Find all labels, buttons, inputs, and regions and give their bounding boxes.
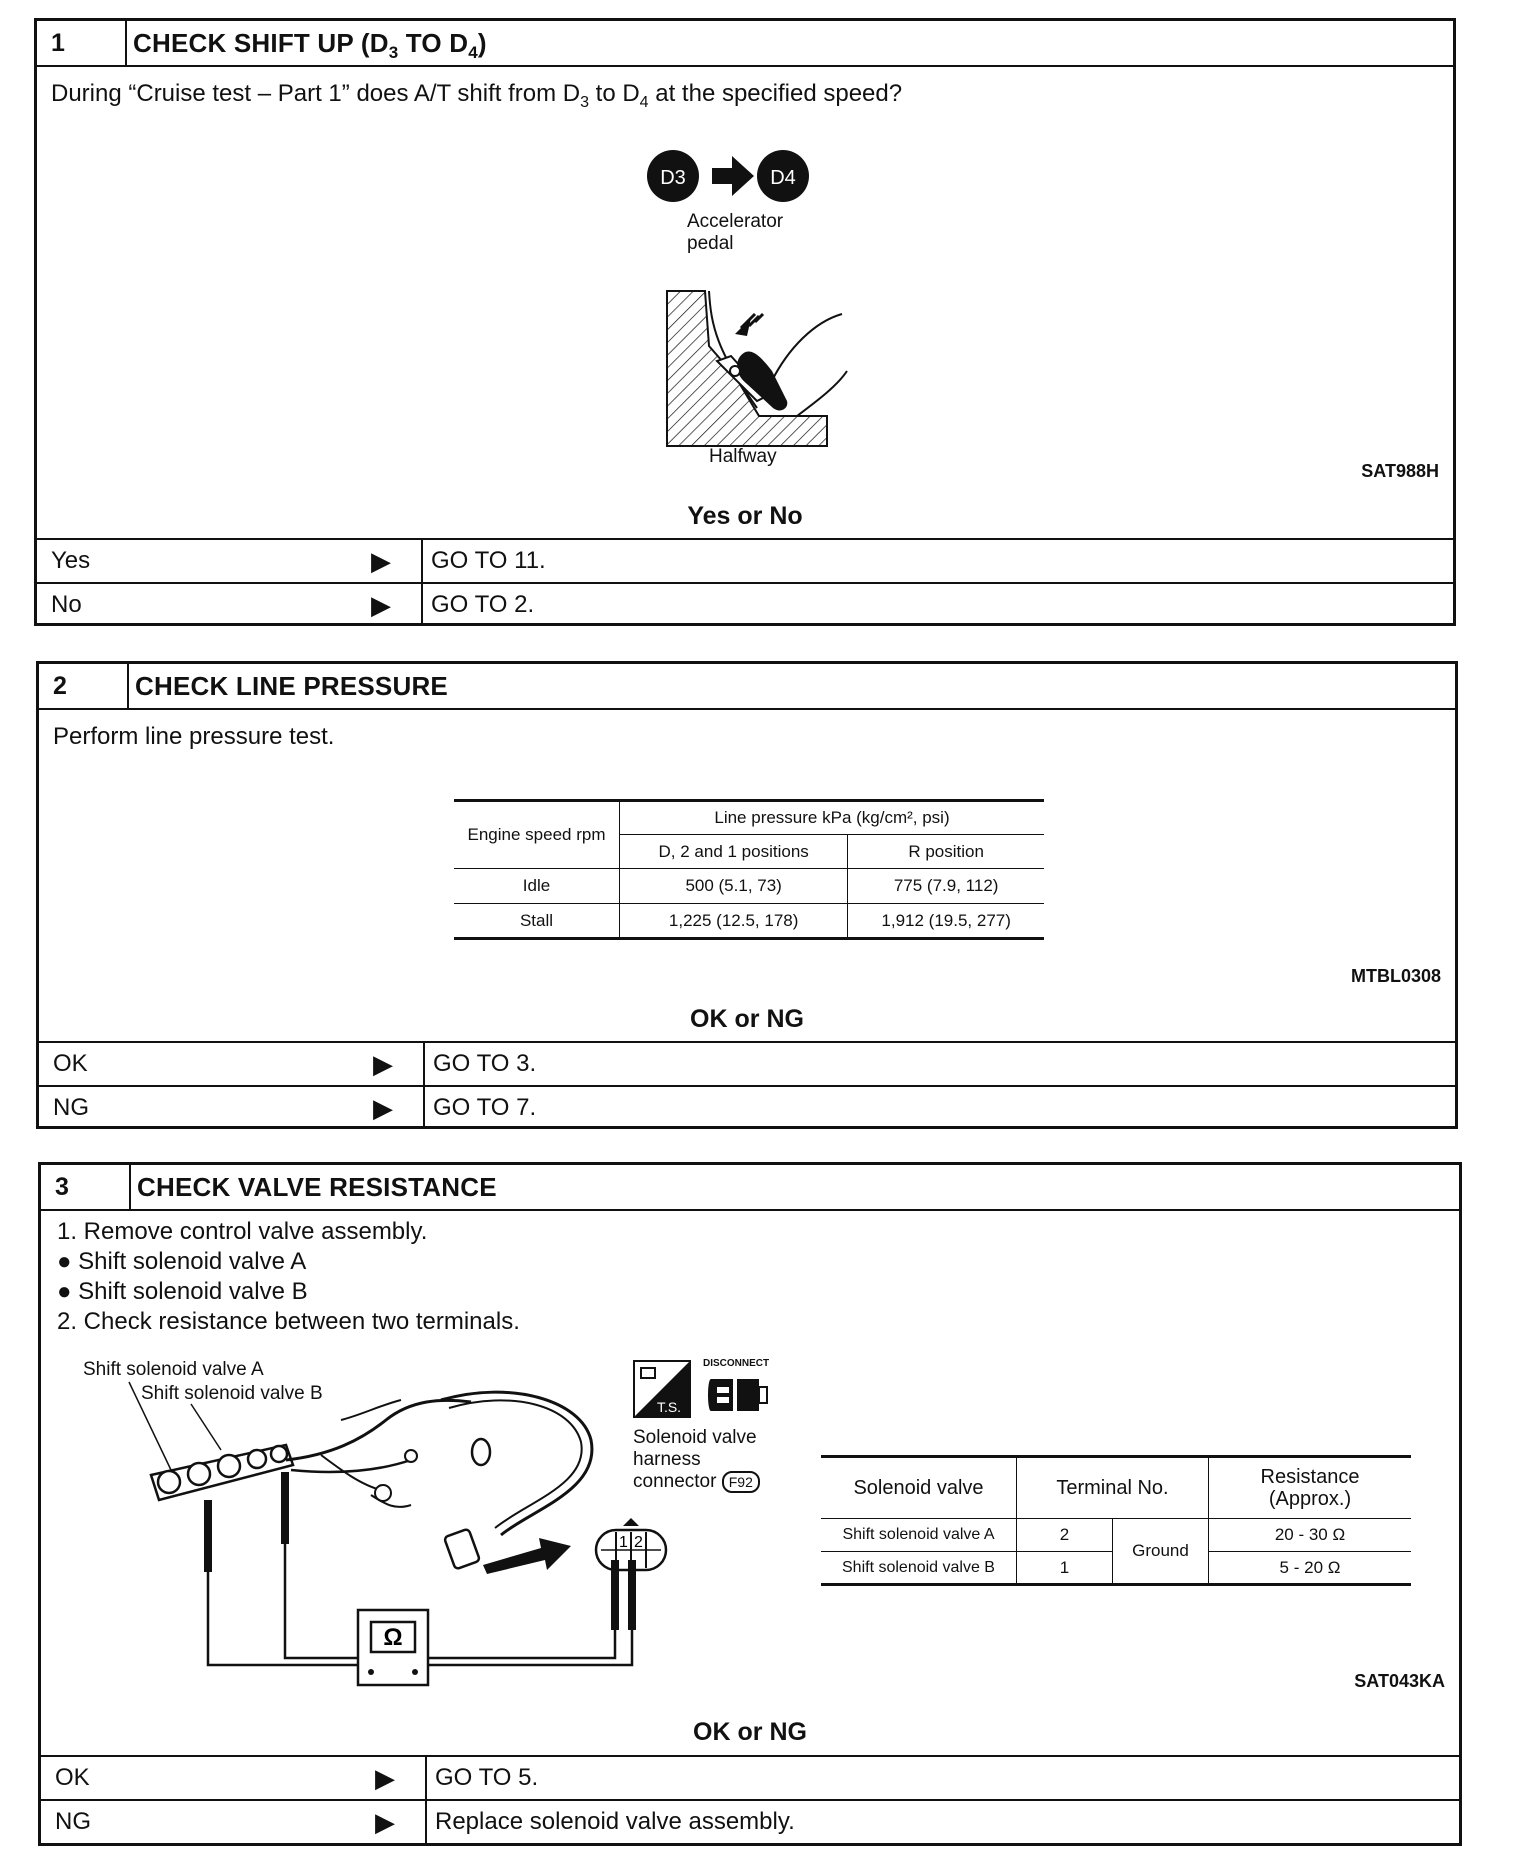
ts-icon: T.S. xyxy=(633,1360,691,1418)
svg-text:1: 1 xyxy=(619,1534,628,1551)
decision-row-ok[interactable]: OK ▶ GO TO 5. xyxy=(41,1755,1459,1799)
col-d-positions: D, 2 and 1 positions xyxy=(619,834,849,869)
step-1-header: 1 CHECK SHIFT UP (D3 TO D4) xyxy=(37,21,1453,67)
table-row: Idle 500 (5.1, 73) 775 (7.9, 112) xyxy=(454,868,1044,904)
step-instruction: Perform line pressure test. xyxy=(53,723,335,750)
decision-action: Replace solenoid valve assembly. xyxy=(435,1808,795,1835)
decision-row-ng[interactable]: NG ▶ Replace solenoid valve assembly. xyxy=(41,1799,1459,1843)
ground-cell: Ground xyxy=(1112,1518,1209,1585)
step-3-header: 3 CHECK VALVE RESISTANCE xyxy=(41,1165,1459,1211)
step-3-block: 3 CHECK VALVE RESISTANCE 1. Remove contr… xyxy=(38,1162,1462,1846)
play-arrow-icon: ▶ xyxy=(371,590,391,620)
decision-label: Yes xyxy=(51,547,91,574)
play-arrow-icon: ▶ xyxy=(375,1807,395,1837)
halfway-label: Halfway xyxy=(709,446,777,467)
decision-label: OK xyxy=(53,1050,88,1077)
valve-b-label: Shift solenoid valve B xyxy=(141,1383,323,1404)
col-r-position: R position xyxy=(847,834,1044,869)
table-row: Shift solenoid valve A 2 Ground 20 - 30 … xyxy=(821,1518,1411,1585)
decision-row-no[interactable]: No ▶ GO TO 2. xyxy=(37,582,1453,626)
col-engine-speed: Engine speed rpm xyxy=(454,800,620,869)
right-arrow-icon xyxy=(712,156,754,196)
table-row: Shift solenoid valve B 1 5 - 20 Ω xyxy=(821,1551,1411,1585)
solenoid-wiring-figure: 1 2 Ω xyxy=(128,1381,668,1687)
d3-badge-icon xyxy=(647,150,699,202)
svg-text:2: 2 xyxy=(634,1534,643,1551)
decision-row-yes[interactable]: Yes ▶ GO TO 11. xyxy=(37,538,1453,582)
disconnect-label: DISCONNECT xyxy=(703,1358,770,1369)
shift-up-figure: D3 D4 xyxy=(647,150,848,447)
decision-row-ng[interactable]: NG ▶ GO TO 7. xyxy=(39,1085,1455,1129)
decision-label: No xyxy=(51,591,82,618)
harness-plug-icon xyxy=(443,1528,481,1570)
decision-action: GO TO 3. xyxy=(433,1050,537,1077)
accelerator-pedal-icon xyxy=(737,351,788,411)
col-solenoid-valve: Solenoid valve xyxy=(821,1456,1017,1519)
step-question: During “Cruise test – Part 1” does A/T s… xyxy=(51,80,903,111)
step-title: CHECK VALVE RESISTANCE xyxy=(137,1172,497,1202)
step-title: CHECK LINE PRESSURE xyxy=(135,671,448,701)
col-line-pressure: Line pressure kPa (kg/cm², psi) xyxy=(619,800,1044,835)
line-pressure-table: Engine speed rpm Line pressure kPa (kg/c… xyxy=(454,799,1044,940)
play-arrow-icon: ▶ xyxy=(371,546,391,576)
col-terminal-no: Terminal No. xyxy=(1016,1456,1209,1519)
svg-text:T.S.: T.S. xyxy=(657,1399,681,1415)
col-resistance: Resistance(Approx.) xyxy=(1208,1456,1411,1519)
connect-arrow-icon xyxy=(483,1538,571,1574)
figure-code: MTBL0308 xyxy=(1350,966,1441,986)
list-item: ● Shift solenoid valve B xyxy=(57,1278,308,1305)
decision-action: GO TO 2. xyxy=(431,591,535,618)
disconnect-icon xyxy=(708,1379,768,1411)
figure-code: SAT043KA xyxy=(1354,1671,1445,1691)
play-arrow-icon: ▶ xyxy=(375,1763,395,1793)
decision-action: GO TO 7. xyxy=(433,1094,537,1121)
list-item: ● Shift solenoid valve A xyxy=(57,1248,307,1275)
play-arrow-icon: ▶ xyxy=(373,1093,393,1123)
list-item: 2. Check resistance between two terminal… xyxy=(57,1308,520,1335)
decision-prompt: Yes or No xyxy=(687,502,803,530)
list-item: 1. Remove control valve assembly. xyxy=(57,1218,428,1245)
svg-text:D4: D4 xyxy=(770,167,796,189)
step-number: 3 xyxy=(41,1165,131,1209)
step-number: 1 xyxy=(37,21,127,65)
d4-badge-icon xyxy=(757,150,809,202)
step-title: CHECK SHIFT UP (D3 TO D4) xyxy=(133,28,487,63)
decision-row-ok[interactable]: OK ▶ GO TO 3. xyxy=(39,1041,1455,1085)
svg-text:Ω: Ω xyxy=(383,1624,402,1651)
decision-action: GO TO 5. xyxy=(435,1764,539,1791)
decision-label: NG xyxy=(53,1094,89,1121)
decision-label: NG xyxy=(55,1808,91,1835)
decision-prompt: OK or NG xyxy=(693,1718,807,1746)
play-arrow-icon: ▶ xyxy=(373,1049,393,1079)
step-2-header: 2 CHECK LINE PRESSURE xyxy=(39,664,1455,710)
decision-action: GO TO 11. xyxy=(431,547,546,574)
step-number: 2 xyxy=(39,664,129,708)
decision-prompt: OK or NG xyxy=(690,1005,804,1033)
step-2-block: 2 CHECK LINE PRESSURE Perform line press… xyxy=(36,661,1458,1129)
svg-text:D3: D3 xyxy=(660,167,686,189)
valve-a-label: Shift solenoid valve A xyxy=(83,1359,264,1380)
instruction-list: 1. Remove control valve assembly. ● Shif… xyxy=(57,1217,520,1337)
step-1-block: 1 CHECK SHIFT UP (D3 TO D4) During “Crui… xyxy=(34,18,1456,626)
connector-code-badge: F92 xyxy=(721,1471,760,1493)
decision-label: OK xyxy=(55,1764,90,1791)
table-row: Stall 1,225 (12.5, 178) 1,912 (19.5, 277… xyxy=(454,903,1044,939)
figure-code: SAT988H xyxy=(1361,461,1439,481)
resistance-table: Solenoid valve Terminal No. Resistance(A… xyxy=(821,1455,1411,1586)
